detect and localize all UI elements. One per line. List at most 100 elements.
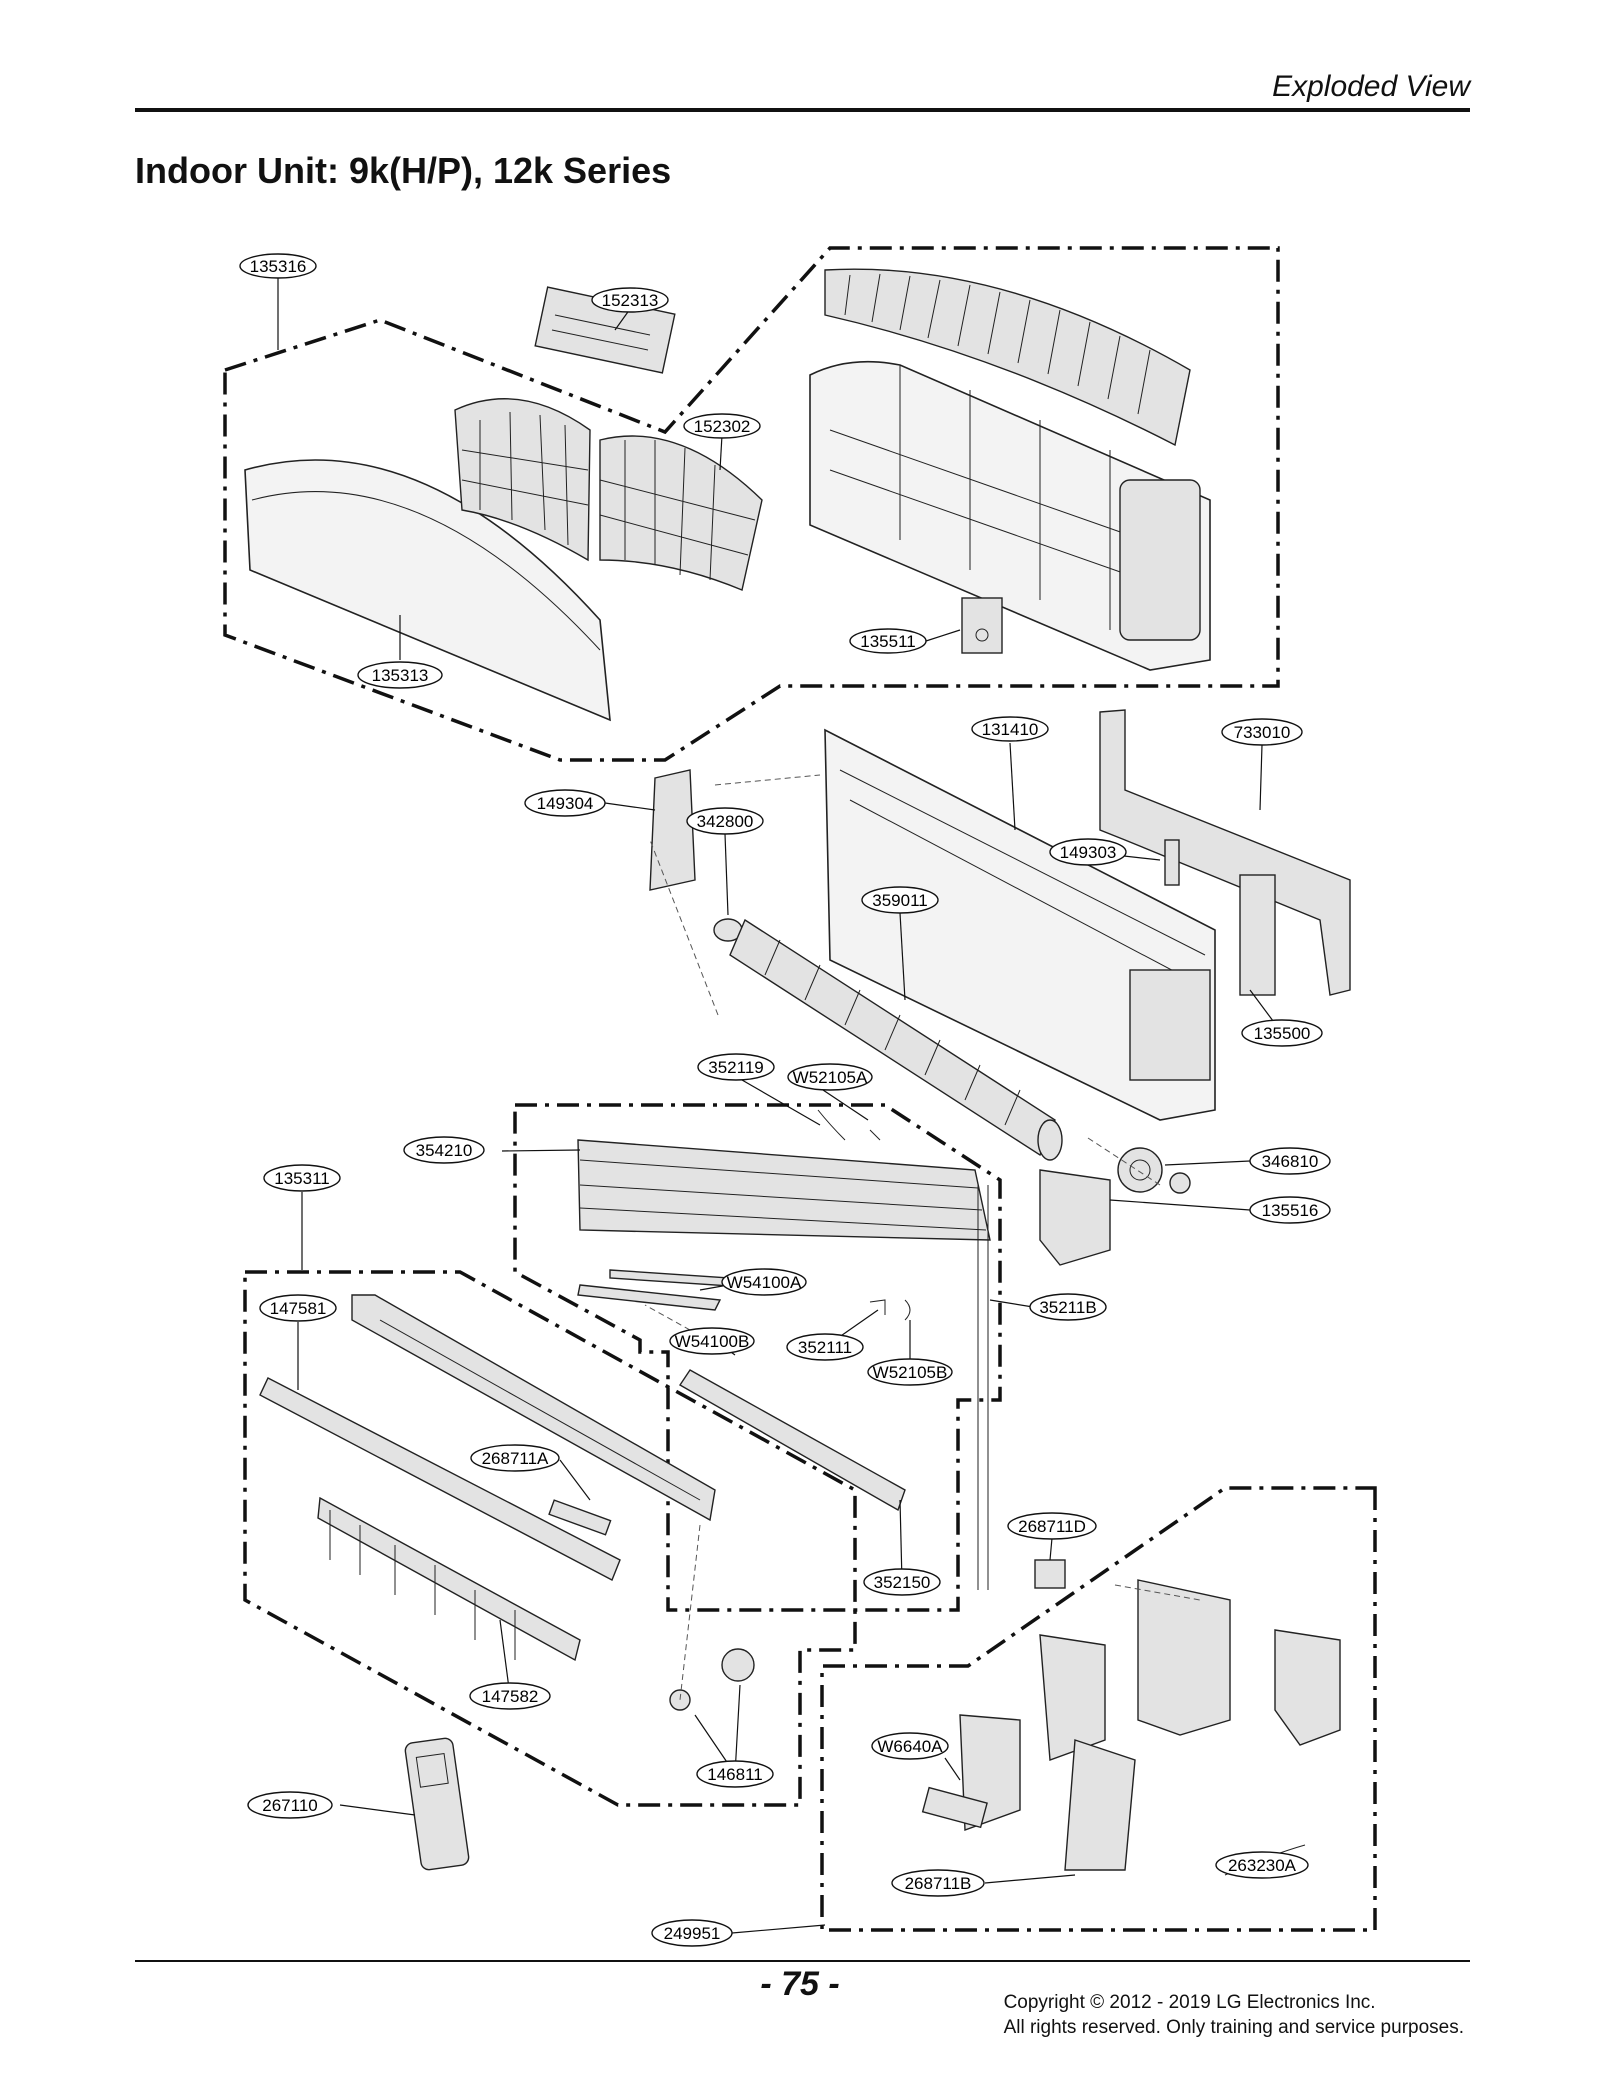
- callout-label: 149304: [537, 794, 594, 813]
- callout-135500: 135500: [1241, 1019, 1323, 1047]
- footer-rule: [135, 1960, 1470, 1962]
- header-rule: [135, 108, 1470, 112]
- side-holder-part: [649, 769, 696, 891]
- callout-label: 268711B: [905, 1874, 972, 1893]
- callout-352150: 352150: [863, 1568, 941, 1596]
- callout-135316: 135316: [239, 253, 317, 279]
- leader-lines: [277, 278, 1283, 1934]
- callout-label: 135313: [372, 666, 429, 685]
- callout-label: 354210: [416, 1141, 473, 1160]
- step-motor-part: [669, 1648, 755, 1711]
- callout-249951: 249951: [651, 1919, 733, 1947]
- drain-hose-part: [679, 1369, 906, 1512]
- control-box-cover-part: [1137, 1579, 1231, 1736]
- callout-label: 135500: [1254, 1024, 1311, 1043]
- callout-label: W54100A: [727, 1273, 802, 1292]
- bracket-part: [1164, 839, 1180, 886]
- callout-146811: 146811: [696, 1760, 774, 1788]
- callout-342800: 342800: [686, 807, 764, 835]
- terminal-cover-part: [1039, 1634, 1106, 1761]
- discharge-frame-part: [351, 1294, 716, 1522]
- callout-label: 352111: [798, 1338, 852, 1357]
- callout-label: 359011: [872, 891, 927, 910]
- callout-label: 147581: [270, 1299, 327, 1318]
- main-chassis-part: [824, 728, 1216, 1121]
- heat-exchanger-group-boundary: [513, 1103, 1002, 1612]
- callout-352119: 352119: [697, 1053, 775, 1081]
- callout-152302: 152302: [683, 413, 761, 439]
- fan-motor-part: [1117, 1147, 1191, 1194]
- callout-label: 152302: [694, 417, 751, 436]
- cross-flow-fan-part: [729, 918, 1063, 1161]
- callout-263230A: 263230A: [1215, 1851, 1309, 1879]
- callout-267110: 267110: [247, 1791, 333, 1819]
- callout-label: 146811: [707, 1765, 762, 1784]
- installation-plate-part: [1099, 709, 1351, 996]
- callout-label: 352150: [874, 1573, 931, 1592]
- page-number: - 75 -: [760, 1965, 840, 2003]
- callout-label: W52105A: [793, 1068, 868, 1087]
- callout-label: 135316: [250, 257, 307, 276]
- callout-268711D: 268711D: [1007, 1512, 1097, 1540]
- callout-352111: 352111: [786, 1333, 864, 1361]
- callout-135313: 135313: [357, 661, 443, 689]
- front-panel-part: [244, 459, 611, 722]
- callout-733010: 733010: [1221, 718, 1303, 746]
- callout-W54100B: W54100B: [669, 1327, 755, 1355]
- callout-label: 35211B: [1039, 1298, 1096, 1317]
- callout-149303: 149303: [1049, 838, 1127, 866]
- callout-131410: 131410: [971, 716, 1049, 742]
- callout-label: 131410: [982, 720, 1039, 739]
- callout-label: 268711D: [1018, 1517, 1086, 1536]
- page-title: Indoor Unit: 9k(H/P), 12k Series: [135, 150, 672, 191]
- inlet-sensor-part: [1034, 1559, 1066, 1589]
- callout-label: W54100B: [675, 1332, 750, 1351]
- callout-135511: 135511: [849, 628, 927, 654]
- callout-135311: 135311: [263, 1164, 341, 1192]
- callout-label: 342800: [697, 812, 754, 831]
- top-grille-part: [824, 268, 1191, 447]
- main-pcb-part: [1064, 1739, 1136, 1871]
- section-header: Exploded View: [1272, 70, 1470, 103]
- callout-268711B: 268711B: [891, 1869, 985, 1897]
- callout-label: 263230A: [1228, 1856, 1297, 1875]
- control-box-group-boundary: [820, 1486, 1377, 1932]
- copyright-notice: Copyright © 2012 - 2019 LG Electronics I…: [1004, 1990, 1464, 2040]
- callout-label: 149303: [1060, 843, 1117, 862]
- callout-label: 135516: [1262, 1201, 1319, 1220]
- callout-label: 267110: [262, 1796, 317, 1815]
- callout-label: 152313: [602, 291, 659, 310]
- cover-plate-part: [961, 597, 1003, 654]
- callout-268711A: 268711A: [470, 1444, 560, 1472]
- terminal-block-part: [921, 1786, 988, 1829]
- callout-label: 268711A: [482, 1449, 549, 1468]
- drain-hose-support-part: [1239, 874, 1276, 996]
- front-panel-group-boundary: [223, 246, 1280, 762]
- callout-label: W52105B: [873, 1363, 948, 1382]
- callout-W52105B: W52105B: [867, 1358, 953, 1386]
- callout-35211B: 35211B: [1029, 1293, 1107, 1321]
- callout-label: 733010: [1234, 723, 1291, 742]
- callout-149304: 149304: [524, 789, 606, 817]
- display-pcb-part: [548, 1499, 612, 1536]
- callout-label: 346810: [1262, 1152, 1319, 1171]
- remote-controller-part: [404, 1737, 470, 1871]
- front-chassis-part: [809, 360, 1211, 671]
- horizontal-vane-part: [259, 1377, 621, 1581]
- callout-359011: 359011: [861, 886, 939, 914]
- right-air-filter-part: [599, 435, 763, 591]
- vertical-vane-part: [317, 1496, 581, 1662]
- callout-354210: 354210: [403, 1136, 485, 1164]
- callout-147582: 147582: [469, 1682, 551, 1710]
- callout-label: 135511: [860, 632, 915, 651]
- side-cover-part: [1274, 1629, 1341, 1746]
- callout-152313: 152313: [591, 287, 669, 313]
- callout-label: 352119: [708, 1058, 763, 1077]
- callout-W54100A: W54100A: [721, 1268, 807, 1296]
- copyright-line-1: Copyright © 2012 - 2019 LG Electronics I…: [1003, 1992, 1376, 2013]
- callout-W6640A: W6640A: [871, 1732, 949, 1760]
- callout-label: 135311: [274, 1169, 329, 1188]
- pipe-assembly-part: [817, 1109, 989, 1590]
- clip-part: [869, 1299, 911, 1321]
